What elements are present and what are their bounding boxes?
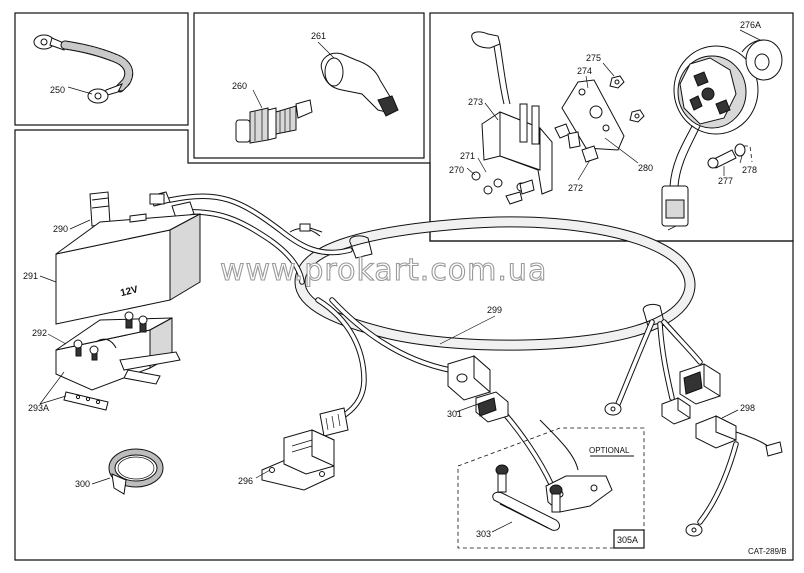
label-290: 290	[53, 224, 68, 234]
battery-tray-292	[47, 311, 181, 391]
label-274: 274	[577, 66, 592, 76]
clamp-plate-293a	[39, 371, 109, 411]
label-278: 278	[742, 165, 757, 175]
label-301: 301	[447, 409, 462, 419]
diagram-frames	[14, 12, 794, 561]
part-labels: 250 260 261 270 271 272 273 274 275 276A…	[23, 20, 787, 556]
battery-marking: 12V	[119, 284, 139, 299]
battery-291	[39, 213, 201, 325]
label-296: 296	[238, 476, 253, 486]
label-293a: 293A	[28, 403, 49, 413]
spark-plug-cap-261	[317, 41, 399, 117]
right-branch-wires	[604, 319, 703, 416]
ground-lead-298	[685, 409, 783, 537]
battery-lead-wires	[149, 191, 353, 285]
regulator-296	[255, 429, 335, 491]
main-harness-299	[289, 216, 696, 351]
label-276a: 276A	[740, 20, 761, 30]
watermark-text: www.prokart.com.ua	[220, 253, 547, 288]
label-250: 250	[50, 85, 65, 95]
label-305a: 305A	[617, 535, 638, 545]
label-299: 299	[487, 305, 502, 315]
optional-group-305a	[457, 427, 645, 549]
frame-main-harness	[14, 129, 794, 561]
label-273: 273	[468, 97, 483, 107]
ground-strap-250	[33, 34, 134, 104]
label-270: 270	[449, 165, 464, 175]
pickup-rotor-276a	[661, 29, 783, 231]
spark-plug-260	[235, 89, 313, 144]
tape-roll-300	[91, 448, 164, 495]
label-303: 303	[476, 529, 491, 539]
label-280: 280	[638, 163, 653, 173]
label-298: 298	[740, 403, 755, 413]
frame-spark-plug	[193, 12, 425, 159]
screw-277-washer-278	[707, 143, 753, 176]
label-261: 261	[311, 31, 326, 41]
connector-cluster	[661, 363, 721, 425]
label-292: 292	[32, 328, 47, 338]
label-300: 300	[75, 479, 90, 489]
screws-and-nuts	[466, 62, 645, 205]
label-291: 291	[23, 271, 38, 281]
label-275: 275	[586, 53, 601, 63]
pickup-bracket-273	[471, 31, 553, 195]
connector-301	[447, 354, 509, 423]
label-272: 272	[568, 183, 583, 193]
regulator-wire	[315, 297, 367, 437]
optional-note: OPTIONAL	[589, 446, 630, 455]
label-277: 277	[718, 176, 733, 186]
drawing-code: CAT-289/B	[748, 547, 787, 556]
label-260: 260	[232, 81, 247, 91]
sensor-bracket-303	[491, 464, 613, 533]
leader-280	[604, 137, 639, 164]
label-271: 271	[460, 151, 475, 161]
label-box-305a	[613, 529, 645, 549]
frame-ground-strap	[14, 12, 189, 126]
